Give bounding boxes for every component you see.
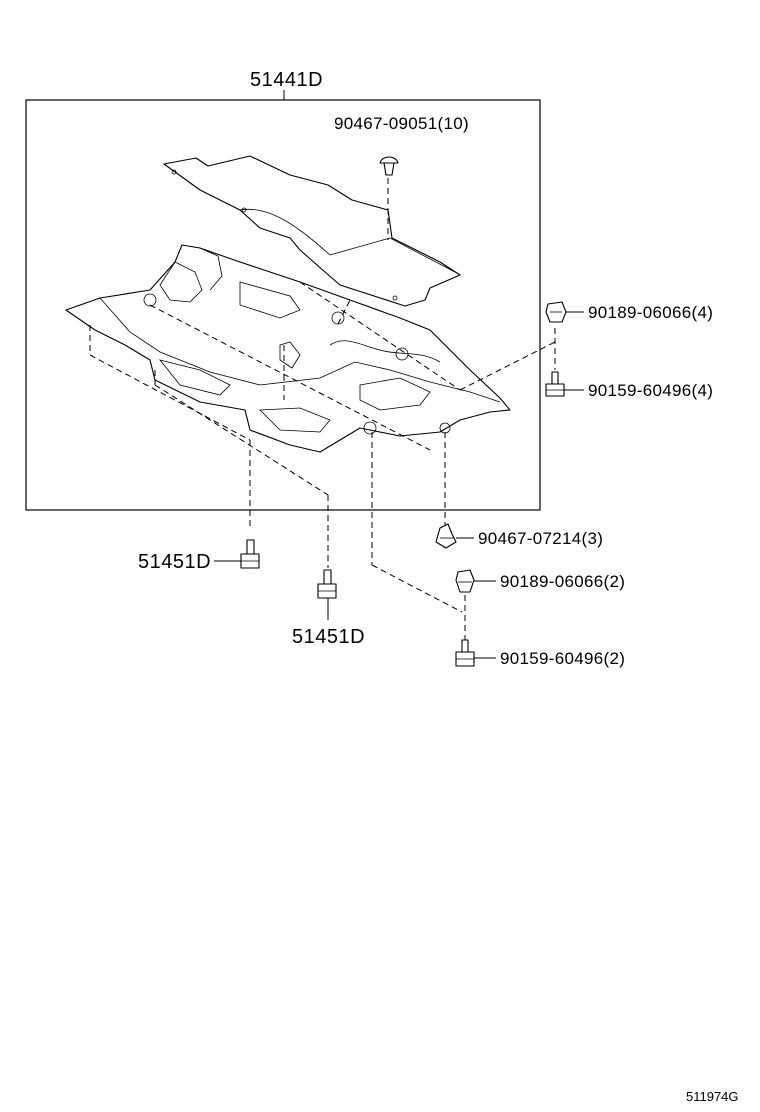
bolt-icon[interactable] xyxy=(240,539,260,569)
bolt-icon[interactable] xyxy=(317,569,337,599)
callout-bolt-left[interactable]: 51451D xyxy=(138,551,211,573)
main-part-label[interactable]: 51441D xyxy=(250,69,323,91)
nut-icon[interactable] xyxy=(455,569,475,593)
callout-nut-lower[interactable]: 90189-06066(2) xyxy=(500,572,625,591)
callout-bolt-right[interactable]: 90159-60496(4) xyxy=(588,381,713,400)
callout-nut-right[interactable]: 90189-06066(4) xyxy=(588,303,713,322)
engine-under-cover xyxy=(65,244,511,453)
assembly-guide-lines xyxy=(89,178,556,640)
clip-icon[interactable] xyxy=(435,523,457,549)
callout-bolt-lower[interactable]: 90159-60496(2) xyxy=(500,649,625,668)
bolt-icon[interactable] xyxy=(545,371,565,397)
assembly-frame xyxy=(25,99,541,511)
callout-clip-top[interactable]: 90467-09051(10) xyxy=(334,114,469,133)
bolt-icon[interactable] xyxy=(455,639,475,667)
upper-cover-plate xyxy=(163,155,461,307)
clip-icon[interactable] xyxy=(379,156,399,176)
callout-bolt-center[interactable]: 51451D xyxy=(292,626,365,648)
diagram-code: 511974G xyxy=(686,1089,739,1104)
callout-leaders xyxy=(214,311,584,659)
nut-icon[interactable] xyxy=(545,301,567,323)
callout-clip-lower[interactable]: 90467-07214(3) xyxy=(478,529,603,548)
